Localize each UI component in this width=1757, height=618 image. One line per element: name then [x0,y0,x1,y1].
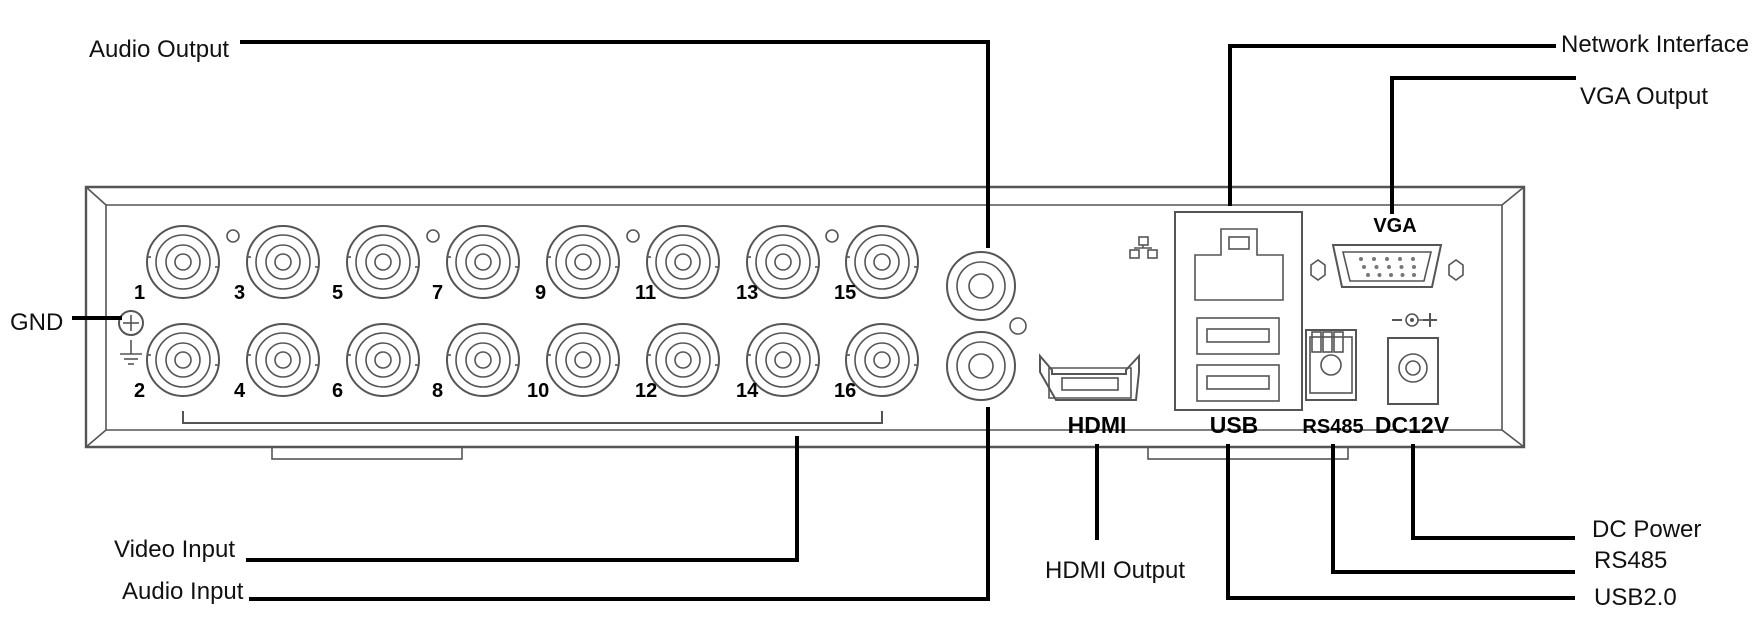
hdmi-panel-label: HDMI [1068,412,1127,438]
network-icon [1129,236,1158,259]
bnc-number-label: 14 [736,380,759,402]
vga-pin [1398,257,1402,261]
callout-video-input: Video Input [114,536,235,563]
ground-screw [118,310,144,336]
usb-panel-label: USB [1210,412,1259,438]
bnc-number-label: 16 [834,380,856,402]
callout-audio-output: Audio Output [89,36,229,63]
bnc-connector-16 [845,323,919,397]
bnc-connector-4 [246,323,320,397]
bnc-connector-15 [845,225,919,299]
callout-dc-power: DC Power [1592,516,1701,543]
leader-audio-input [249,407,990,601]
bnc-number-label: 1 [134,282,145,304]
bnc-number-label: 8 [432,380,443,402]
chassis-foot-left [271,446,463,460]
bnc-number-label: 7 [432,282,443,304]
vga-pin [1400,273,1405,277]
vga-pin [1362,265,1366,269]
vga-pin [1372,257,1376,261]
bnc-number-label: 5 [332,282,343,304]
indicator-dot [626,229,640,243]
vga-pin [1389,273,1393,277]
callout-rs485: RS485 [1594,547,1667,574]
bnc-number-label: 10 [527,380,549,402]
callout-network-interface: Network Interface [1561,31,1749,58]
dc12v-panel-label: DC12V [1375,412,1450,438]
vga-panel-label: VGA [1373,215,1416,237]
leader-usb20 [1226,444,1575,600]
chassis [84,185,1526,460]
indicator-dot [426,229,440,243]
bnc-number-label: 2 [134,380,145,402]
bnc-connector-8 [446,323,520,397]
indicator-dot [226,229,240,243]
hdmi-port [1039,353,1140,401]
usb-port-2 [1196,364,1280,402]
bnc-connector-2 [146,323,220,397]
video-input-bracket [182,411,883,424]
dc-polarity-icon [1392,313,1437,327]
rj45-port [1194,228,1284,301]
bnc-number-label: 9 [535,282,546,304]
rs485-port [1305,329,1357,401]
bnc-connector-6 [346,323,420,397]
bnc-connector-9 [546,225,620,299]
vga-pin [1387,265,1391,269]
vga-pin [1359,257,1363,261]
bnc-connector-1 [146,225,220,299]
bnc-connector-5 [346,225,420,299]
leader-network-interface [1228,44,1556,206]
ground-symbol-icon [120,340,142,365]
bnc-connector-12 [646,323,720,397]
bnc-connector-7 [446,225,520,299]
bnc-connector-11 [646,225,720,299]
bnc-number-label: 12 [635,380,657,402]
network-usb-block [1174,211,1303,411]
leader-video-input [246,436,799,562]
leader-lines [72,40,1576,601]
indicator-dot [1009,317,1027,335]
vga-port [1310,244,1464,288]
callout-hdmi-output: HDMI Output [1045,557,1185,584]
vga-pin [1374,265,1379,269]
vga-pin [1385,257,1389,261]
indicator-dot [825,229,839,243]
vga-pin [1412,265,1416,269]
audio-input-port [946,331,1016,401]
bnc-connector-3 [246,225,320,299]
usb-port-1 [1196,317,1280,355]
leader-vga-output [1390,76,1576,214]
vga-pin [1399,265,1404,269]
bnc-number-label: 3 [234,282,245,304]
bnc-connector-14 [746,323,820,397]
callout-usb20: USB2.0 [1594,584,1677,611]
dc-power-port [1387,337,1439,405]
bnc-number-label: 13 [736,282,758,304]
vga-pin [1411,257,1415,261]
vga-pin [1412,273,1416,277]
callout-vga-output: VGA Output [1580,83,1708,110]
callout-gnd: GND [10,309,63,336]
callout-audio-input: Audio Input [122,578,244,605]
bnc-number-label: 15 [834,282,856,304]
leader-audio-output [240,40,990,248]
bnc-number-label: 6 [332,380,343,402]
leader-rs485 [1331,444,1575,574]
bnc-number-label: 11 [635,282,656,304]
leader-dc-power [1411,444,1575,540]
rs485-panel-label: RS485 [1302,416,1363,438]
vga-pin [1377,273,1382,277]
bnc-connector-13 [746,225,820,299]
audio-output-port [946,251,1016,321]
bnc-connector-10 [546,323,620,397]
bnc-number-label: 4 [234,380,246,402]
chassis-foot-right [1147,446,1349,460]
vga-pin [1366,273,1370,277]
